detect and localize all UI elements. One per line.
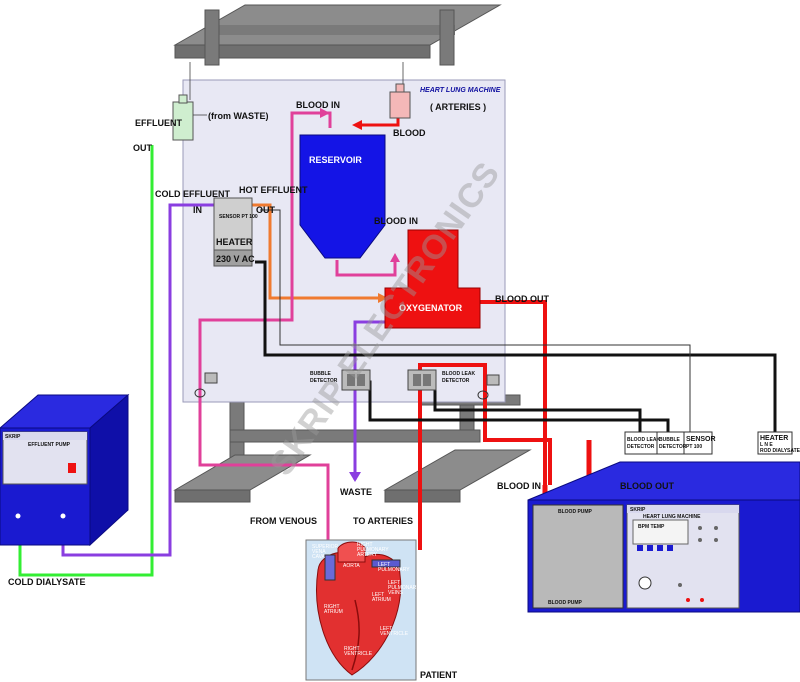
blood-in-top-label: BLOOD IN [296,100,340,110]
speed-knob [638,576,652,590]
blood-pump-brand: SKRIP [630,507,646,513]
panel-clamps [194,372,500,400]
oxygenator [384,229,481,329]
pump-display-text: BPM TEMP [638,524,665,530]
heater-label: HEATER [216,237,253,247]
blood-in-pump-label: BLOOD IN [497,481,541,491]
effluent-pump [0,393,130,547]
waste-label: WASTE [340,487,372,497]
cold-dialysate-label: COLD DIALYSATE [8,577,86,587]
blood-label: BLOOD [393,128,426,138]
blood-pump-unit [527,461,800,613]
heater-voltage-label: 230 V AC [216,254,255,264]
oxygenator-label: OXYGENATOR [399,303,463,313]
connector-boxes [624,431,793,455]
effluent-pump-brand: SKRIP [5,434,21,440]
effluent-pump-title: EFFLUENT PUMP [28,442,71,448]
blood-out-oxy-label: BLOOD OUT [495,294,549,304]
in-label: IN [193,205,202,215]
blood-out-pump-label: BLOOD OUT [620,481,674,491]
effluent-bottle [172,94,194,141]
heart-label-aorta: AORTA [343,563,360,569]
blood-in-oxy-label: BLOOD IN [374,216,418,226]
pump-display [632,519,689,545]
out-label-left: OUT [133,143,153,153]
effluent-label: EFFLUENT [135,118,182,128]
sensor-pt-label: SENSOR PT 100 [219,214,258,220]
pump-head-window [532,504,624,609]
heart-illustration [316,541,402,676]
to-arteries-label: TO ARTERIES [353,516,413,526]
blood-pump-bottom-label: BLOOD PUMP [548,600,583,606]
from-venous-label: FROM VENOUS [250,516,317,526]
blood-pump-top-label: BLOOD PUMP [558,509,593,515]
from-waste-label: (from WASTE) [208,111,269,121]
blood-pump-title: HEART LUNG MACHINE [643,514,701,520]
patient-label: PATIENT [420,670,458,680]
bubble-detector [341,369,371,391]
blood-bottle [389,83,411,119]
heater-out-label: OUT [256,205,276,215]
blood-leak-detector [407,369,437,391]
arteries-label: ( ARTERIES ) [430,102,486,112]
panel-title: HEART LUNG MACHINE [420,87,501,94]
reservoir [299,134,386,259]
hot-effluent-label: HOT EFFLUENT [239,185,308,195]
reservoir-label: RESERVOIR [309,155,362,165]
cold-effluent-label: COLD EFFLUENT [155,189,230,199]
